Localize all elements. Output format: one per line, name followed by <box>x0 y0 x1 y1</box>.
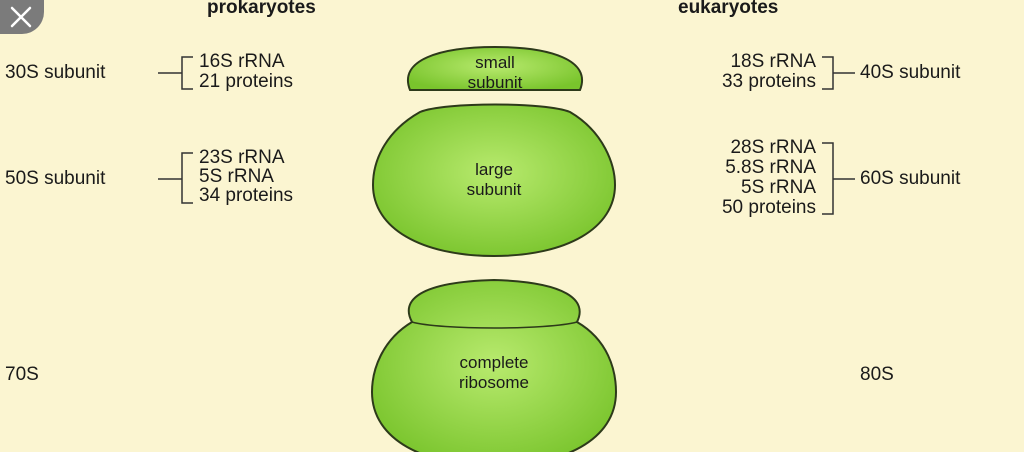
right-brackets <box>822 56 855 215</box>
eukaryotes-header: eukaryotes <box>678 0 779 18</box>
shape-label-line: subunit <box>467 73 523 92</box>
prok-large-subunit-label: 50S subunit <box>5 168 106 189</box>
bracket-60s <box>822 142 834 215</box>
ribosome-seam <box>411 321 578 329</box>
bracket-30s <box>181 56 193 90</box>
shape-label-line: large <box>475 160 513 179</box>
ribosome-diagram: prokaryotes eukaryotes 30S subunit 16S r… <box>0 0 1024 452</box>
small-subunit-shape <box>407 45 583 91</box>
prok-small-subunit-label: 30S subunit <box>5 62 106 83</box>
prok-large-component: 34 proteins <box>199 185 294 206</box>
euk-complete-label: 80S <box>860 364 894 385</box>
prok-complete-label: 70S <box>5 364 39 385</box>
large-subunit-shape <box>371 103 617 258</box>
close-button[interactable] <box>0 0 44 34</box>
prokaryotes-header: prokaryotes <box>207 0 316 18</box>
large-subunit-label: large subunit <box>444 160 544 200</box>
shape-label-line: complete <box>459 353 529 372</box>
shape-label-line: subunit <box>466 180 522 199</box>
bottom-strip <box>0 452 1024 465</box>
euk-large-component: 5.8S rRNA <box>725 157 816 178</box>
shape-label-line: ribosome <box>459 373 529 392</box>
prok-large-component: 5S rRNA <box>199 166 274 187</box>
euk-large-subunit-label: 60S subunit <box>860 168 961 189</box>
complete-ribosome-shape <box>370 278 618 452</box>
bracket-40s <box>822 56 834 90</box>
euk-small-component: 18S rRNA <box>730 51 816 72</box>
euk-large-component: 50 proteins <box>721 197 816 218</box>
prok-small-component: 21 proteins <box>199 71 294 92</box>
euk-large-component: 5S rRNA <box>741 177 816 198</box>
complete-ribosome-label: complete ribosome <box>434 353 554 393</box>
close-icon <box>10 6 32 28</box>
bracket-50s <box>181 152 193 204</box>
euk-small-subunit-label: 40S subunit <box>860 62 961 83</box>
prok-small-component: 16S rRNA <box>199 51 285 72</box>
prok-large-component: 23S rRNA <box>199 147 285 168</box>
small-subunit-label: small subunit <box>445 53 545 93</box>
euk-small-component: 33 proteins <box>721 71 816 92</box>
euk-large-component: 28S rRNA <box>730 137 816 158</box>
left-brackets <box>158 56 193 204</box>
shape-label-line: small <box>475 53 515 72</box>
ribosome-shapes <box>158 45 855 452</box>
